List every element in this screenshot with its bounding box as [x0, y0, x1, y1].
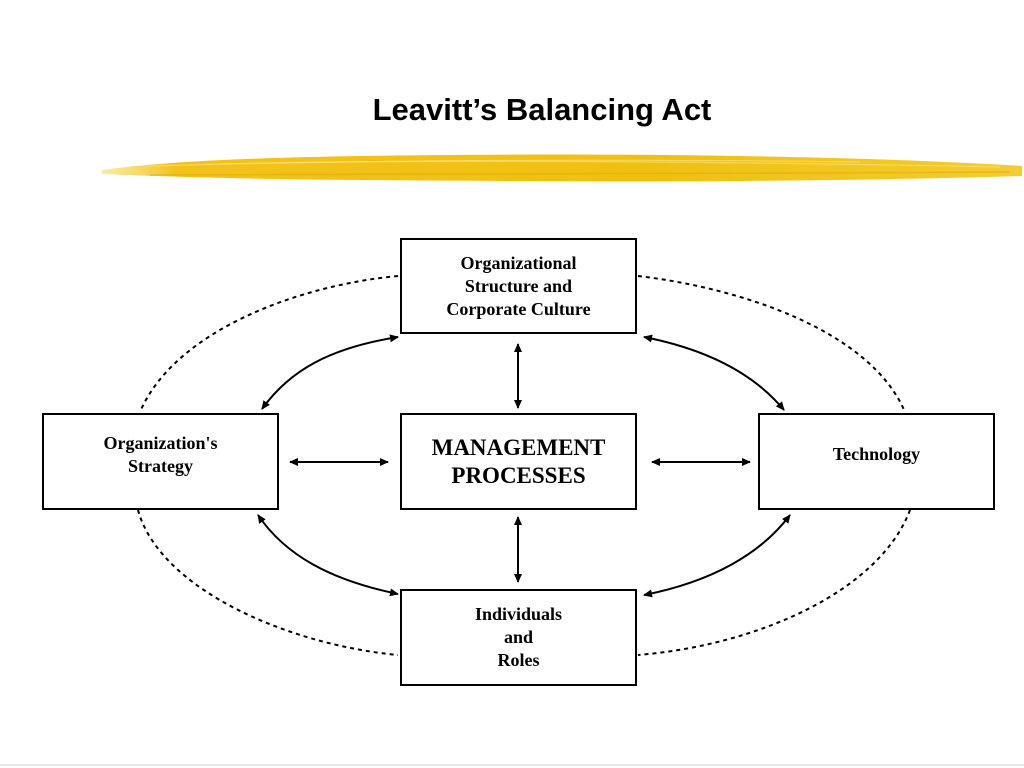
arrow-top-left: [261, 334, 399, 410]
arrow-bottom-left: [257, 514, 399, 597]
arrow-bottom-right: [643, 514, 791, 598]
strategy-box: Organization's Strategy: [42, 413, 279, 510]
technology-box: Technology: [758, 413, 995, 510]
dotted-ellipse-top-left: [139, 275, 399, 413]
dotted-ellipse-bottom-right: [637, 509, 911, 656]
individuals-roles-box: Individuals and Roles: [400, 589, 637, 686]
structure-culture-box: Organizational Structure and Corporate C…: [400, 238, 637, 334]
structure-culture-label: Organizational Structure and Corporate C…: [446, 252, 591, 319]
arrow-top-right: [643, 334, 785, 411]
technology-label: Technology: [832, 444, 921, 464]
dotted-ellipse-bottom-left: [137, 509, 399, 656]
yellow-brush-underline: [102, 154, 1022, 182]
management-processes-label: MANAGEMENT PROCESSES: [431, 434, 606, 488]
footer-divider: [0, 764, 1024, 766]
dotted-ellipse-top-right: [637, 275, 906, 413]
slide-title: Leavitt’s Balancing Act: [372, 92, 712, 127]
management-processes-box: MANAGEMENT PROCESSES: [400, 413, 637, 510]
strategy-label: Organization's Strategy: [103, 432, 218, 476]
individuals-roles-label: Individuals and Roles: [474, 604, 563, 670]
